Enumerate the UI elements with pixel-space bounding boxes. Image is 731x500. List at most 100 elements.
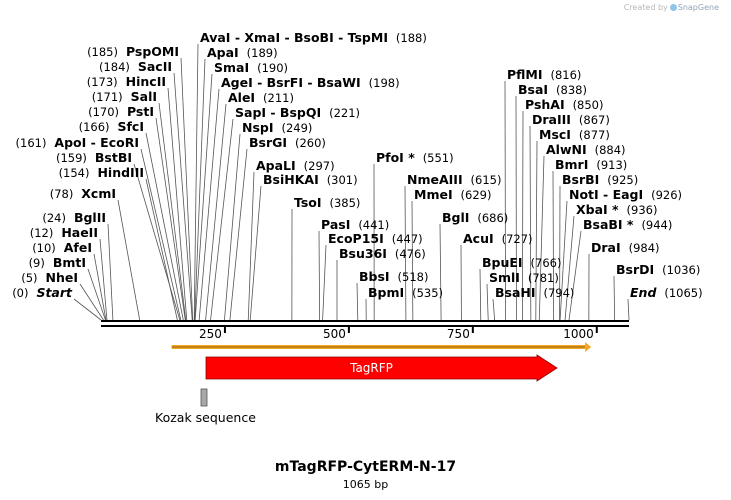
site-label-nhei: (5) NheI [21, 270, 78, 285]
site-label-bbsi: BbsI (518) [359, 269, 428, 284]
site-label-bsrbi: BsrBI (925) [562, 172, 638, 187]
site-label-sacii: (184) SacII [99, 59, 172, 74]
site-connector-smai [194, 73, 213, 321]
site-label-nmeaiii: NmeAIII (615) [407, 172, 501, 187]
snapgene-logo-icon [669, 4, 677, 11]
site-label-apoi-ecori: (161) ApoI - EcoRI [16, 135, 139, 150]
site-label-xcmi: (78) XcmI [50, 186, 116, 201]
tick-label-500: 500 [323, 327, 346, 341]
site-label-sali: (171) SalI [92, 89, 157, 104]
site-connector-sfci [145, 132, 184, 321]
site-connector-psti [155, 117, 186, 321]
site-connector-end [627, 298, 630, 321]
site-connector-afei [93, 253, 107, 321]
site-connector-bsrdi [613, 275, 616, 321]
site-connector-bsahi [492, 298, 496, 321]
site-label-bsihkai: BsiHKAI (301) [263, 172, 358, 187]
site-label-bstbi: (159) BstBI [56, 150, 132, 165]
site-label-bpmi: BpmI (535) [368, 285, 443, 300]
site-label-bsabi: BsaBI * (944) [583, 217, 672, 232]
site-connector-bgli [439, 223, 442, 321]
site-label-avai-xmai-bsobi-tspmi: AvaI - XmaI - BsoBI - TspMI (188) [200, 30, 427, 45]
site-connector-pshai [522, 110, 524, 321]
site-connector-bbsi [356, 282, 359, 321]
site-connector-bsabi [568, 230, 582, 321]
site-label-bpuei: BpuEI (766) [482, 255, 561, 270]
site-connector-start [73, 298, 102, 321]
kozak-sequence-label: Kozak sequence [155, 410, 256, 425]
tagrfp-feature-arrow [205, 354, 558, 382]
site-label-smai: SmaI (190) [214, 60, 288, 75]
site-label-nspi: NspI (249) [242, 120, 312, 135]
site-connector-bsrgi [229, 148, 248, 321]
site-connector-xcmi [117, 199, 141, 321]
site-label-draiii: DraIII (867) [532, 112, 610, 127]
site-label-bmri: BmrI (913) [555, 157, 627, 172]
site-label-smli: SmlI (781) [489, 270, 559, 285]
site-connector-draiii [529, 125, 532, 321]
site-label-bsu36i: Bsu36I (476) [339, 246, 426, 261]
site-connector-nspi [224, 133, 241, 321]
site-label-xbai: XbaI * (936) [576, 202, 657, 217]
tick-label-250: 250 [199, 327, 222, 341]
kozak-sequence-box [200, 388, 208, 407]
site-connector-hincii [167, 87, 188, 321]
site-label-pflmi: PflMI (816) [507, 67, 581, 82]
site-label-psti: (170) PstI [88, 104, 154, 119]
site-connector-nmeaiii [404, 185, 407, 321]
site-label-apali: ApaLI (297) [256, 158, 335, 173]
site-connector-smli [486, 283, 489, 321]
site-connector-xbai [564, 215, 575, 321]
site-labels: (0) Start(5) NheI(9) BmtI(10) AfeI(12) H… [12, 30, 702, 300]
site-label-alei: AleI (211) [228, 90, 294, 105]
ruler-ticks: 250 500 750 1000 [199, 326, 598, 341]
site-connector-bglii [107, 223, 114, 321]
site-connector-bmti [87, 268, 106, 321]
site-label-bglii: (24) BglII [42, 210, 106, 225]
site-connector-ecop15i [322, 244, 327, 321]
site-connector-bmri [552, 170, 555, 321]
site-connector-bpuei [479, 268, 482, 321]
site-connector-avai-xmai-bsobi-tspmi [193, 43, 199, 321]
site-connector-agei-bsrfi-bsawi [198, 88, 220, 321]
site-label-start: (0) Start [12, 285, 73, 300]
site-label-acui: AcuI (727) [463, 231, 533, 246]
site-connector-pflmi [504, 80, 506, 321]
site-label-alwni: AlwNI (884) [546, 142, 626, 157]
map-length: 1065 bp [342, 478, 389, 491]
site-label-msci: MscI (877) [539, 127, 610, 142]
site-connector-alwni [538, 155, 545, 321]
watermark-prefix: Created by [623, 3, 668, 12]
site-label-drai: DraI (984) [591, 240, 660, 255]
site-connector-apai [194, 58, 206, 321]
site-connector-hindiii [145, 178, 178, 321]
site-connector-apoi-ecori [140, 148, 182, 321]
tick-label-1000: 1000 [563, 327, 594, 341]
site-connector-pspomi [180, 57, 194, 321]
tagrfp-feature-label: TagRFP [349, 361, 393, 375]
site-label-haeii: (12) HaeII [30, 225, 98, 240]
site-label-bmti: (9) BmtI [29, 255, 86, 270]
site-label-mmei: MmeI (629) [414, 187, 491, 202]
watermark-brand: SnapGene [677, 3, 719, 12]
site-connector-lines [73, 43, 630, 321]
map-title: mTagRFP-CytERM-N-17 [274, 459, 457, 475]
site-connector-nhei [79, 283, 104, 321]
site-label-hincii: (173) HincII [87, 74, 166, 89]
site-label-bgli: BglI (686) [442, 210, 508, 225]
site-connector-sacii [173, 72, 193, 321]
site-label-bsrgi: BsrGI (260) [249, 135, 326, 150]
feature-track: TagRFP [171, 342, 592, 407]
site-connector-noti-eagi [559, 200, 568, 321]
site-label-sapi-bspqi: SapI - BspQI (221) [235, 105, 360, 120]
site-connector-msci [535, 140, 538, 321]
site-label-hindiii: (154) HindIII [59, 165, 144, 180]
tick-label-750: 750 [447, 327, 470, 341]
site-label-pasi: PasI (441) [321, 217, 389, 232]
site-label-end: End (1065) [630, 285, 703, 300]
site-connector-mmei [411, 200, 414, 321]
site-connector-haeii [99, 238, 108, 321]
orf-arrowhead [585, 342, 592, 352]
site-label-agei-bsrfi-bsawi: AgeI - BsrFI - BsaWI (198) [221, 75, 400, 90]
